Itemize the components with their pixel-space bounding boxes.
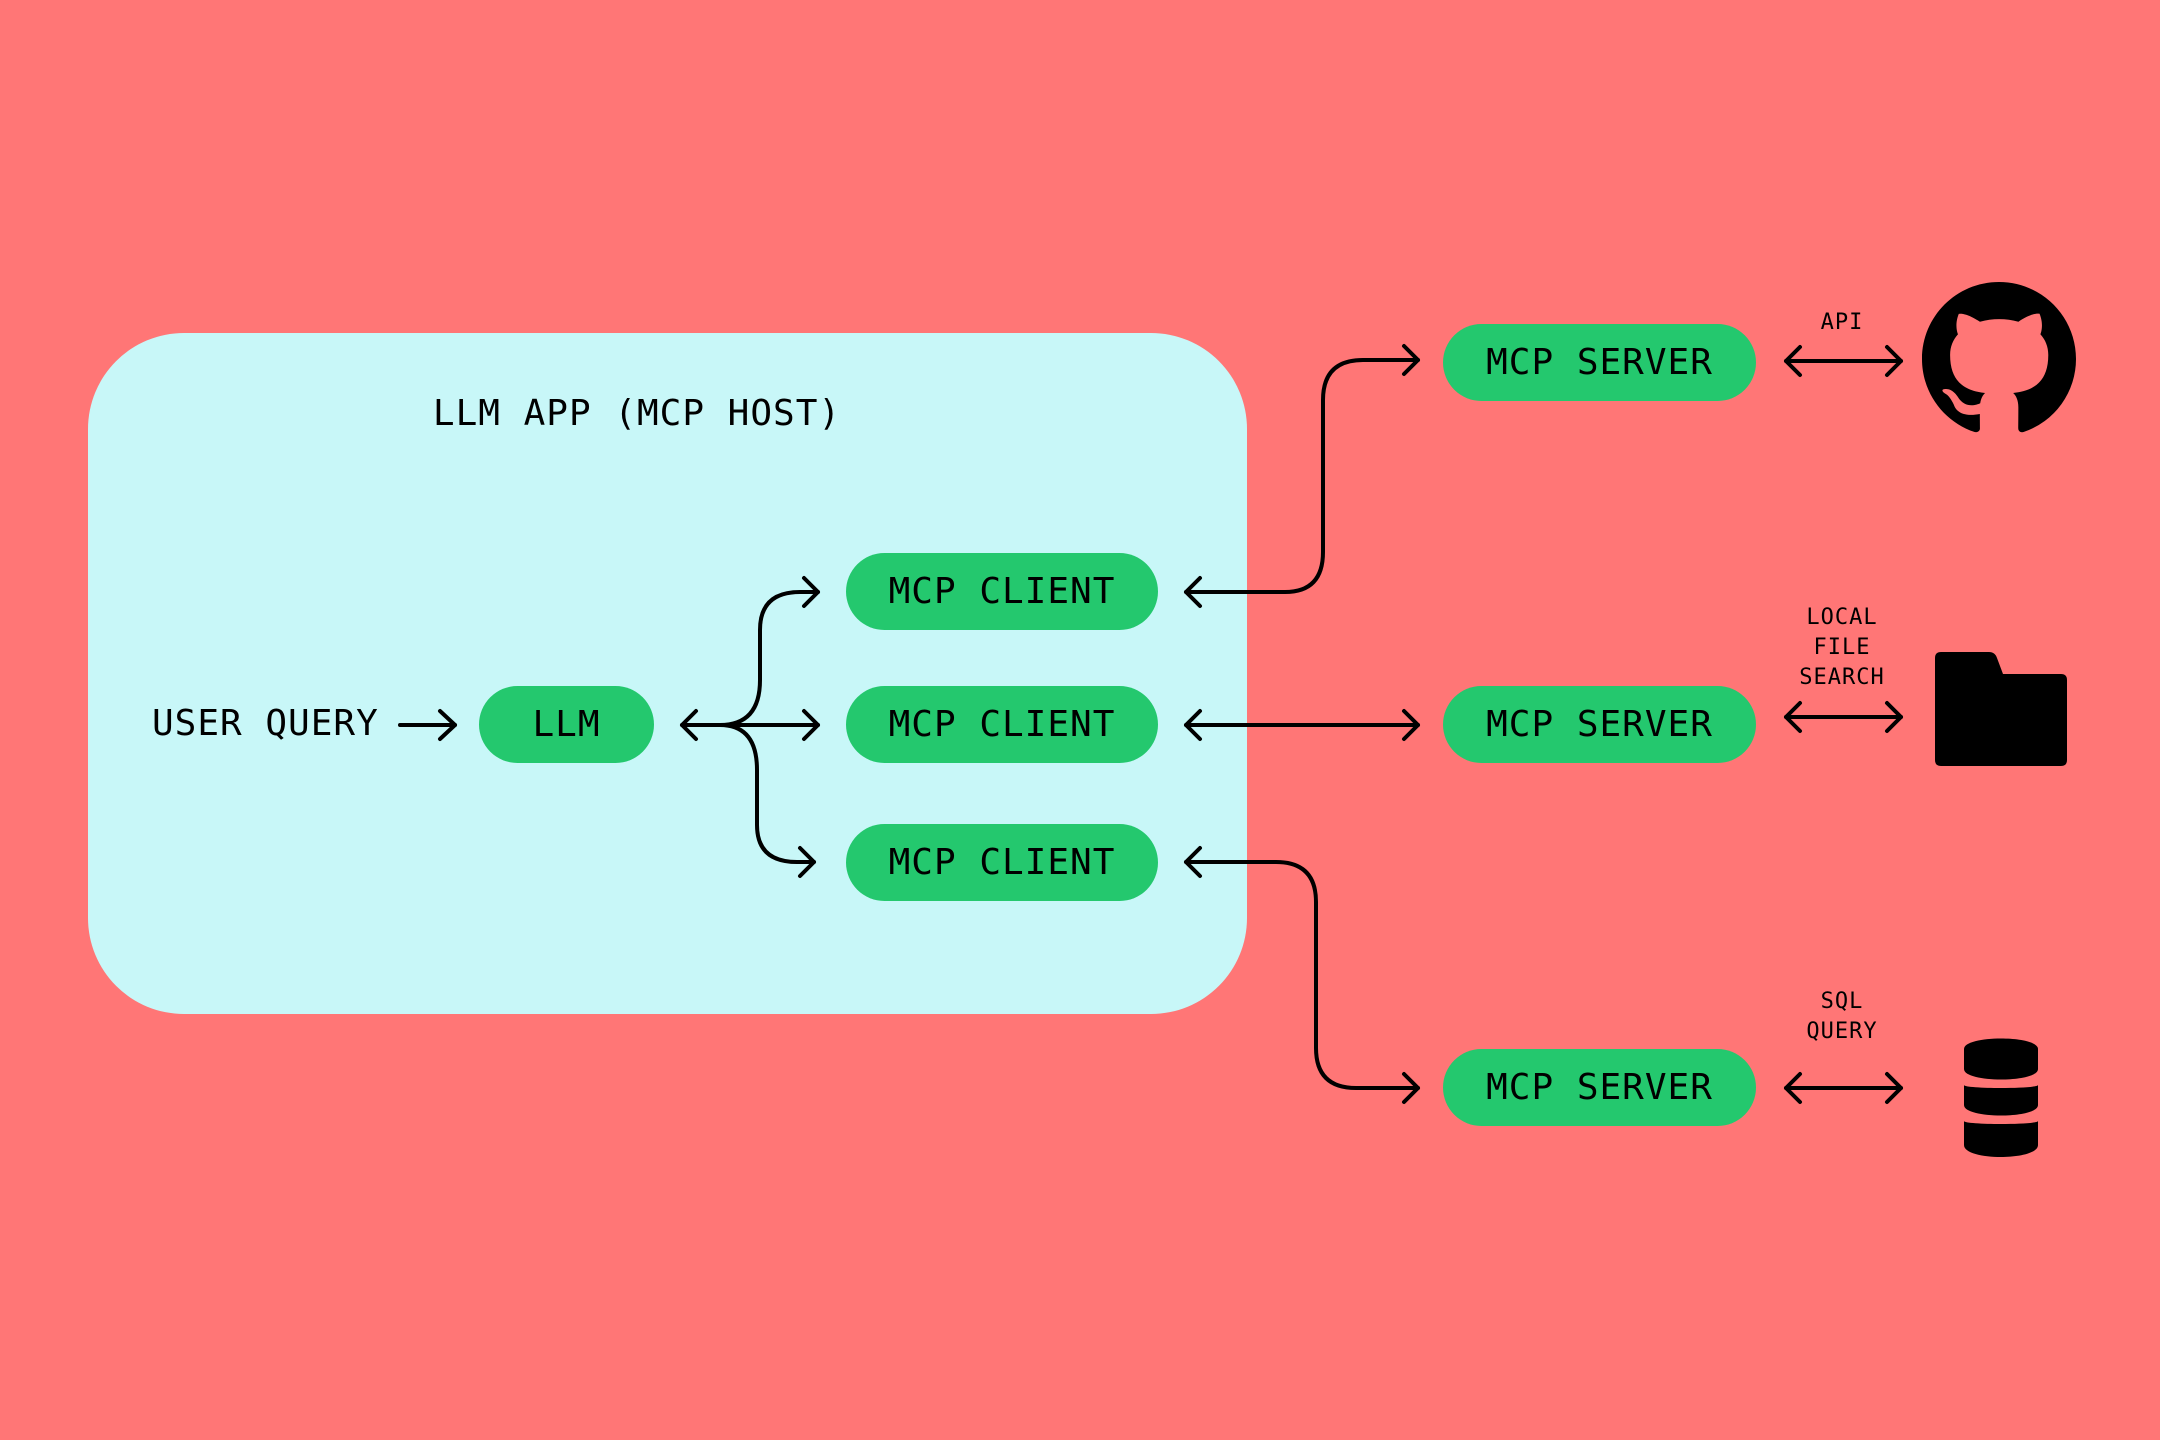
client3-server3-arrow — [1184, 846, 1420, 1104]
mcp-server-label: MCP SERVER — [1486, 1067, 1713, 1108]
user-query-label: USER QUERY — [152, 703, 379, 744]
mcp-server-label: MCP SERVER — [1486, 342, 1713, 383]
server2-resource-arrow — [1784, 701, 1903, 733]
link-label-api: API — [1820, 310, 1864, 335]
folder-icon — [1935, 652, 2067, 766]
host-title: LLM APP (MCP HOST) — [432, 393, 842, 434]
client2-server2-arrow — [1184, 709, 1420, 741]
mcp-client-node-3: MCP CLIENT — [846, 824, 1158, 901]
server3-resource-arrow — [1784, 1072, 1903, 1104]
client1-server1-arrow — [1184, 344, 1420, 608]
server1-resource-arrow — [1784, 345, 1903, 377]
mcp-client-label: MCP CLIENT — [888, 704, 1116, 745]
llm-node: LLM — [479, 686, 654, 763]
mcp-server-node-2: MCP SERVER — [1443, 686, 1756, 763]
mcp-client-node-2: MCP CLIENT — [846, 686, 1158, 763]
mcp-server-label: MCP SERVER — [1486, 704, 1713, 745]
query-to-llm-arrow — [398, 709, 457, 741]
github-icon — [1922, 282, 2076, 433]
mcp-client-node-1: MCP CLIENT — [846, 553, 1158, 630]
llm-label: LLM — [532, 704, 601, 745]
mcp-server-node-3: MCP SERVER — [1443, 1049, 1756, 1126]
link-label-sql-query: SQL QUERY — [1806, 989, 1878, 1044]
mcp-server-node-1: MCP SERVER — [1443, 324, 1756, 401]
llm-to-clients-arrows — [680, 576, 820, 878]
mcp-client-label: MCP CLIENT — [888, 842, 1116, 883]
link-label-local-file-search: LOCAL FILE SEARCH — [1799, 605, 1885, 690]
mcp-client-label: MCP CLIENT — [888, 571, 1116, 612]
database-icon — [1963, 1038, 2039, 1157]
